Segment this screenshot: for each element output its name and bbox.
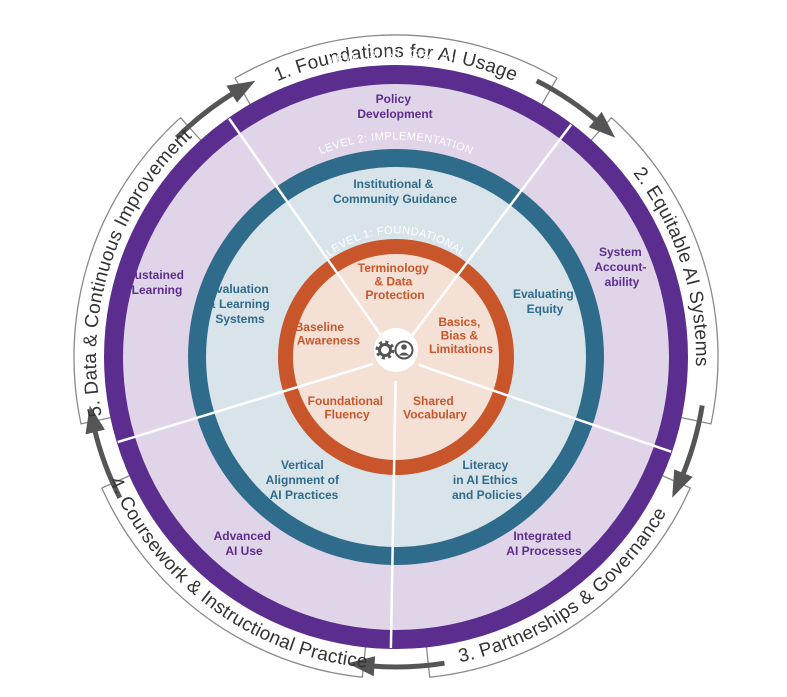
segment-divider bbox=[117, 362, 374, 444]
level3-item-sustained-learning: Sustained Learning bbox=[127, 268, 188, 297]
level1-item-foundational-fluency: Foundational Fluency bbox=[308, 394, 387, 422]
level2-items: Institutional & Community Guidance Evalu… bbox=[207, 177, 577, 502]
level1-item-shared-vocabulary: Shared Vocabulary bbox=[403, 394, 467, 422]
segment-divider bbox=[228, 117, 384, 339]
level3-item-system-accountability: System Account- ability bbox=[594, 245, 649, 289]
cycle-arrow-shaft bbox=[368, 660, 445, 670]
level3-item-integrated-ai-processes: Integrated AI Processes bbox=[506, 529, 582, 558]
cycle-arrow-head bbox=[347, 656, 376, 677]
cycle-arrow-head bbox=[85, 405, 105, 435]
level1-items: Terminology & Data Protection Basics, Bi… bbox=[282, 261, 493, 422]
cycle-arrow-head bbox=[226, 80, 256, 103]
level1-item-basics-bias: Basics, Bias & Limitations bbox=[429, 315, 493, 356]
level2-item-institutional-guidance: Institutional & Community Guidance bbox=[333, 177, 457, 206]
level3-item-advanced-ai-use: Advanced AI Use bbox=[214, 529, 275, 558]
person-icon bbox=[394, 340, 414, 360]
segment-dividers bbox=[117, 117, 672, 649]
level2-item-literacy-ethics: Literacy in AI Ethics and Policies bbox=[452, 458, 522, 502]
level2-item-evaluating-equity: Evaluating Equity bbox=[513, 287, 577, 316]
level1-item-terminology: Terminology & Data Protection bbox=[358, 261, 432, 302]
cycle-arrow-head bbox=[672, 469, 693, 498]
level1-item-baseline-awareness: Baseline AI Awareness bbox=[282, 320, 360, 348]
level3-items: Policy Development System Account- abili… bbox=[127, 92, 649, 558]
level3-item-policy-development: Policy Development bbox=[357, 92, 432, 121]
level2-item-vertical-alignment: Vertical Alignment of AI Practices bbox=[266, 458, 343, 502]
level2-item-evaluation-systems: Evaluation & Learning Systems bbox=[207, 282, 273, 326]
cycle-arrows bbox=[85, 78, 705, 677]
segment-divider bbox=[409, 123, 573, 339]
segment-divider bbox=[389, 380, 397, 649]
cycle-arrow-head bbox=[588, 111, 616, 138]
gear-icon bbox=[375, 340, 395, 360]
segment-divider bbox=[418, 363, 672, 453]
